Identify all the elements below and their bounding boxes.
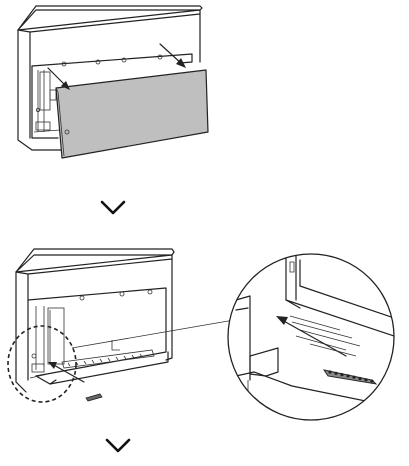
connector-plug-icon	[85, 393, 103, 402]
leader-line	[71, 319, 235, 349]
highlight-circle	[7, 325, 77, 403]
chevron-down-icon	[100, 200, 126, 215]
magnifier-callout-icon	[227, 253, 395, 421]
step2-tv	[15, 248, 175, 393]
back-cover	[55, 69, 209, 159]
chevron-down-icon	[105, 438, 131, 453]
arrow-icon	[48, 362, 85, 383]
arrow-icon	[47, 43, 186, 90]
step1-tv	[17, 5, 203, 151]
